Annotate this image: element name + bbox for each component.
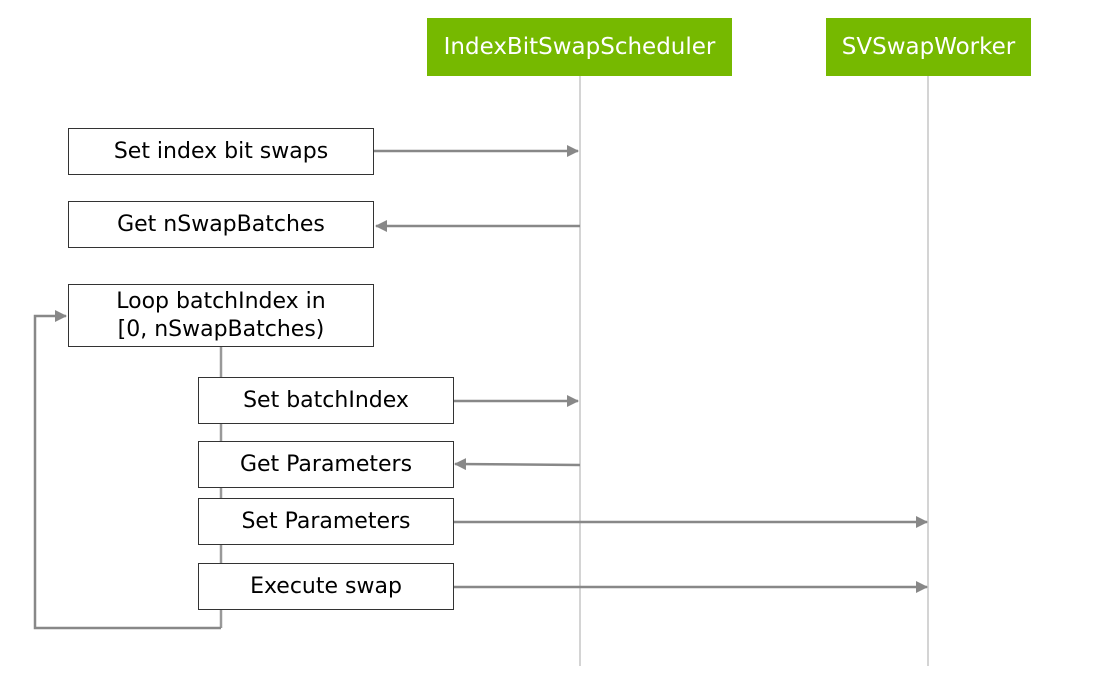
execute-swap-label: Execute swap	[250, 573, 402, 599]
get-nswapbatches-step: Get nSwapBatches	[68, 201, 374, 248]
get-parameters-step: Get Parameters	[198, 441, 454, 488]
scheduler-lifeline-header: IndexBitSwapScheduler	[427, 18, 732, 76]
set-index-bit-swaps-step: Set index bit swaps	[68, 128, 374, 175]
get-nswapbatches-label: Get nSwapBatches	[117, 211, 325, 237]
get-parameters-label: Get Parameters	[239, 451, 413, 477]
arrow-get-parameters	[454, 458, 581, 471]
loop-step: Loop batchIndex in [0, nSwapBatches)	[68, 284, 374, 347]
worker-lifeline-label: SVSwapWorker	[841, 34, 1016, 60]
set-parameters-step: Set Parameters	[198, 498, 454, 545]
set-index-bit-swaps-label: Set index bit swaps	[113, 138, 329, 164]
set-batchindex-step: Set batchIndex	[198, 377, 454, 424]
execute-swap-step: Execute swap	[198, 563, 454, 610]
worker-lifeline-header: SVSwapWorker	[826, 18, 1031, 76]
set-parameters-label: Set Parameters	[241, 508, 411, 534]
loop-return-arrow	[33, 310, 221, 630]
loop-label-line1: Loop batchIndex in	[116, 289, 326, 314]
scheduler-lifeline-label: IndexBitSwapScheduler	[443, 34, 716, 60]
set-batchindex-label: Set batchIndex	[243, 387, 409, 413]
loop-label-line2: [0, nSwapBatches)	[117, 316, 325, 342]
